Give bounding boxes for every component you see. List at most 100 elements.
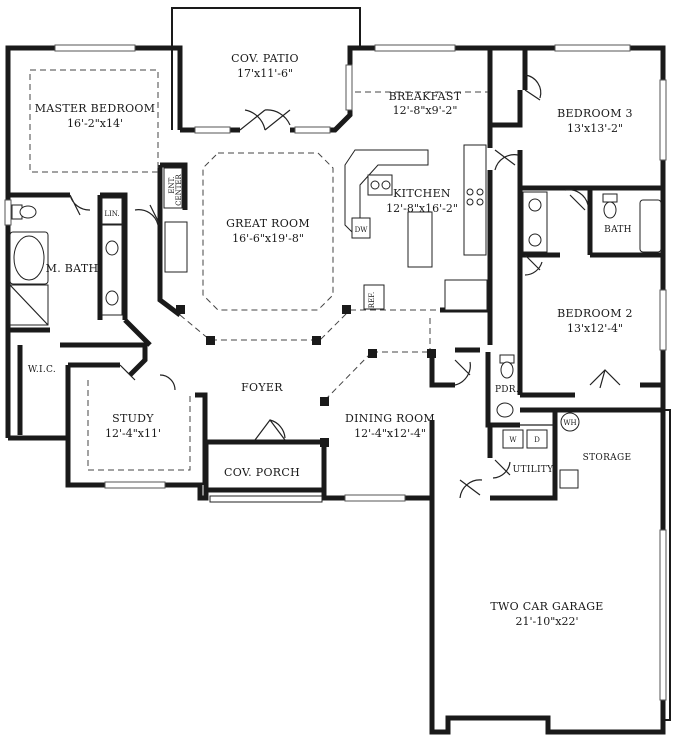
door-mbath — [69, 194, 91, 216]
sink-icon — [528, 233, 542, 247]
wall-master-east — [157, 165, 182, 317]
label-m-bath: M. BATH — [46, 262, 99, 275]
dim-master-bedroom: 16'-2"x14' — [67, 117, 123, 130]
dim-bedroom-2: 13'x12'-4" — [567, 322, 623, 335]
dim-dining-room: 12'-4"x12'-4" — [354, 427, 426, 440]
toilet-hall-bowl — [603, 201, 617, 219]
door-bed2-closet — [589, 369, 621, 389]
column — [368, 349, 377, 358]
entertainment-center — [163, 167, 183, 209]
label-great-room: GREAT ROOM — [226, 217, 310, 230]
label-linen: LIN. — [104, 210, 119, 218]
sink-icon — [370, 180, 380, 190]
refrigerator — [363, 284, 385, 310]
linen-closet — [101, 197, 123, 225]
label-utility: UTILITY — [513, 465, 554, 475]
sink-icon — [496, 402, 514, 418]
dim-kitchen: 12'-8"x16'-2" — [386, 202, 458, 215]
label-cov-patio: COV. PATIO — [231, 52, 299, 65]
windows — [4, 44, 667, 701]
label-breakfast: BREAKFAST — [389, 90, 462, 103]
window — [54, 44, 136, 52]
dishwasher — [351, 217, 371, 239]
fixtures — [9, 144, 662, 503]
sink-icon — [528, 198, 542, 212]
door-hall — [494, 149, 519, 171]
window — [374, 44, 456, 52]
window — [659, 79, 667, 161]
dim-breakfast: 12'-8"x9'-2" — [393, 104, 458, 117]
window — [554, 44, 631, 52]
window — [659, 529, 667, 701]
interior-walls — [8, 48, 663, 501]
label-bedroom-2: BEDROOM 2 — [557, 307, 633, 320]
door-utility — [492, 459, 511, 479]
door-garage — [459, 479, 483, 499]
door-patio — [239, 109, 266, 131]
door-study — [119, 364, 176, 391]
burner-icon — [466, 188, 474, 196]
column — [342, 305, 351, 314]
door-master — [134, 204, 161, 226]
fixture-labels: LIN. ENT. CENTER DW REF. W D WH — [104, 173, 576, 444]
wall-bedroom3 — [490, 45, 666, 385]
dim-study: 12'-4"x11' — [105, 427, 161, 440]
room-labels: COV. PATIO 17'x11'-6" MASTER BEDROOM 16'… — [28, 52, 633, 628]
shower-x — [9, 284, 49, 326]
dim-cov-patio: 17'x11'-6" — [237, 67, 293, 80]
burner-icon — [476, 198, 484, 206]
washer — [502, 429, 524, 449]
wall-dining-east — [429, 350, 455, 388]
doors — [69, 74, 621, 499]
range — [463, 144, 487, 256]
columns — [176, 305, 436, 447]
burner-icon — [466, 198, 474, 206]
toilet-master-bowl — [19, 205, 37, 219]
wall-pantry — [490, 90, 523, 128]
door-pdr — [454, 359, 471, 386]
master-tray-ceiling — [29, 69, 159, 173]
wall-garage — [429, 385, 666, 735]
label-refrigerator: REF. — [368, 292, 376, 308]
great-room-opening — [179, 311, 349, 341]
column — [320, 397, 329, 406]
wall-utility-south — [490, 410, 558, 501]
wall-front-porch — [8, 435, 209, 501]
label-foyer: FOYER — [241, 381, 283, 394]
column — [312, 336, 321, 345]
pantry-shelves — [444, 279, 488, 311]
label-pdr: PDR. — [495, 385, 519, 395]
window — [659, 289, 667, 351]
label-master-bedroom: MASTER BEDROOM — [35, 102, 156, 115]
sink-icon — [381, 180, 391, 190]
dim-bedroom-3: 13'x13'-2" — [567, 122, 623, 135]
great-room-tray — [202, 152, 334, 311]
label-water-heater: WH — [563, 419, 576, 427]
water-heater — [560, 412, 580, 432]
column — [320, 438, 329, 447]
door-patio-2 — [264, 109, 291, 131]
window — [104, 481, 166, 489]
bathtub-hall — [639, 199, 662, 253]
wall-closet — [123, 318, 152, 347]
label-garage: TWO CAR GARAGE — [490, 600, 603, 613]
wall-storage-bump — [663, 409, 671, 721]
label-wic: W.I.C. — [28, 365, 56, 375]
storage-shelf — [559, 469, 579, 489]
column — [176, 305, 185, 314]
window — [4, 199, 12, 226]
toilet-pdr-bowl — [500, 361, 514, 379]
dining-arch — [324, 351, 373, 401]
dim-garage: 21'-10"x22' — [515, 615, 578, 628]
door-bed2 — [524, 254, 543, 276]
wall-north-center-2 — [290, 45, 490, 133]
label-cov-porch: COV. PORCH — [224, 466, 300, 479]
column — [206, 336, 215, 345]
window — [345, 64, 353, 111]
label-center: CENTER — [175, 173, 183, 205]
window — [294, 126, 331, 134]
wall-ent-center — [160, 162, 188, 210]
bathtub-basin — [13, 235, 45, 281]
kitchen-island — [407, 211, 433, 268]
